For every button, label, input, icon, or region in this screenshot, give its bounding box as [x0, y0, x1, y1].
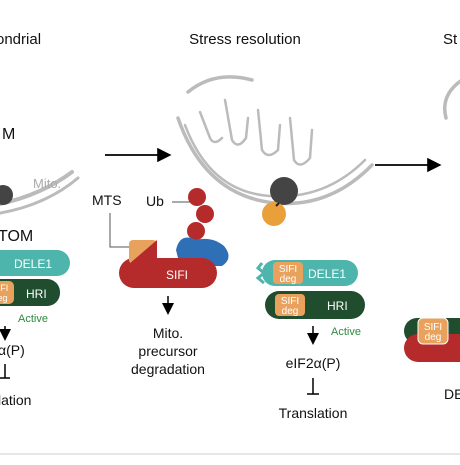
mts-label: MTS: [92, 192, 122, 208]
center-mito: SIFI deg DELE1 SIFI deg HRI Active eIF2α…: [176, 75, 374, 421]
mts-leader: [109, 213, 129, 248]
sifi-deg-left-1: SIFI: [0, 283, 8, 293]
active-label-center: Active: [331, 326, 361, 338]
deg-center-1: deg: [280, 274, 297, 285]
sifi-pill-precursor: [119, 258, 217, 288]
tom-pore: [0, 185, 13, 205]
m-label: M: [2, 126, 15, 143]
hri-label-center: HRI: [327, 299, 348, 313]
tim-pore-center: [262, 202, 286, 226]
sifi-right: SIFI: [424, 322, 442, 333]
translation-center: Translation: [279, 405, 348, 421]
sifi-deg-box-right: [417, 317, 449, 345]
hri-pill-left: [0, 279, 60, 306]
tom-label: TOM: [0, 228, 33, 245]
mito-label: Mito.: [33, 176, 61, 191]
sifi-deg-box-center-1: [273, 262, 303, 284]
deg-right: deg: [425, 332, 442, 343]
dele1-label-left: DELE1: [14, 257, 52, 271]
right-panel: SIFI deg DE: [404, 79, 460, 402]
ubiquitin-1: [188, 188, 206, 206]
mts-box-diagonal: [129, 240, 157, 264]
header-right: St: [443, 31, 458, 48]
sifi-label-precursor: SIFI: [166, 268, 188, 282]
mito-membrane-right: [443, 79, 460, 120]
ubiquitin-2: [196, 205, 214, 223]
header-left: ondrial: [0, 31, 41, 48]
dele1-pill-left: [0, 250, 70, 276]
pore-link: [275, 202, 280, 207]
sifi-deg-box-left: [0, 281, 14, 304]
deg-center-2: deg: [282, 306, 299, 317]
precursor-group: MTS Ub SIFI Mito. precursor degradation: [92, 188, 229, 377]
eif2a-left: α(P): [0, 342, 25, 358]
ub-label: Ub: [146, 193, 164, 209]
dele1-jagged-edge: [255, 262, 267, 285]
hri-label-left: HRI: [26, 287, 47, 301]
sifi-deg-left-2: deg: [0, 293, 8, 303]
ubiquitin-3: [187, 222, 205, 240]
precursor-outcome-1: Mito.: [153, 325, 183, 341]
sifi-center-2: SIFI: [281, 296, 299, 307]
mito-outer-membrane-2: [183, 123, 367, 198]
translation-left: lation: [0, 392, 31, 408]
dele1-label-center: DELE1: [308, 267, 346, 281]
sifi-deg-box-center-2: [275, 294, 305, 316]
precursor-outcome-2: precursor: [138, 343, 197, 359]
left-panel: M Mito. TOM DELE1 SIFI deg HRI Active α(…: [0, 126, 80, 408]
mito-membrane-left-inner: [0, 176, 80, 215]
sifi-center-1: SIFI: [279, 264, 297, 275]
active-label-left: Active: [18, 313, 48, 325]
mito-cristae: [198, 98, 314, 166]
eif2a-center: eIF2α(P): [286, 355, 341, 371]
tom-pore-center: [270, 177, 298, 205]
header-center: Stress resolution: [189, 31, 301, 48]
de-label-right: DE: [444, 386, 460, 402]
precursor-outcome-3: degradation: [131, 361, 205, 377]
